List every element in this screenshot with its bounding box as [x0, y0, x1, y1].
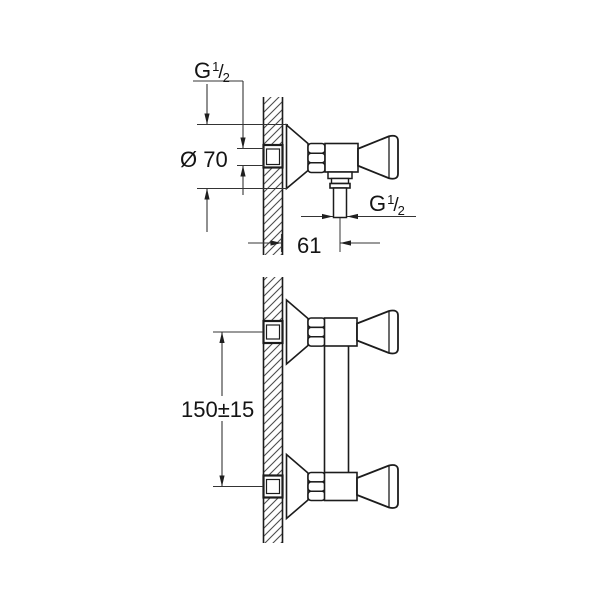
mixer-body-column [323, 329, 350, 490]
escutcheon [285, 298, 309, 366]
wall-hatching [263, 277, 283, 543]
dim-escutcheon-diameter: Ø 70 [180, 84, 288, 232]
valve-assembly-top-view [262, 123, 399, 191]
wall-union-nut-inner [265, 324, 281, 340]
wall-union-nut [262, 319, 284, 345]
valve-body [323, 471, 358, 502]
upper-valve-assembly [262, 298, 399, 366]
wall-section-top [262, 97, 284, 255]
dim-connection-spacing: 150±15 [181, 331, 263, 488]
wall-union-nut-inner [265, 478, 281, 495]
arrowhead-right [322, 213, 333, 220]
top-view: G1/2 Ø 70 G1/2 61 [180, 58, 416, 258]
arrowhead-left [347, 213, 358, 220]
arrowhead-up [219, 332, 225, 343]
wall-union-nut-inner [265, 148, 281, 166]
shower-outlet [327, 171, 353, 252]
arrowhead-right [270, 240, 282, 246]
wall-union-nut [262, 143, 284, 169]
handle [356, 309, 399, 355]
wall-section-front [262, 277, 284, 543]
arrowhead-down [204, 113, 210, 125]
wall-union-nut [262, 474, 284, 499]
hex-nut [307, 142, 326, 174]
arrowhead-up [240, 165, 246, 177]
offset-value-label: 61 [297, 233, 321, 258]
hex-nut [307, 471, 326, 502]
diameter-label: Ø 70 [180, 147, 228, 172]
escutcheon [285, 123, 309, 191]
valve-body [323, 317, 358, 347]
lower-valve-assembly [262, 452, 399, 521]
dim-thread-outlet: G1/2 [301, 191, 416, 220]
arrowhead-down [240, 137, 246, 149]
valve-body [324, 142, 359, 173]
arrowhead-down [219, 475, 225, 487]
thread-size-label-outlet: G1/2 [369, 191, 405, 218]
thread-size-label-top: G1/2 [194, 58, 230, 85]
hex-nut [307, 317, 326, 347]
front-view: 150±15 [181, 277, 399, 543]
escutcheon [285, 452, 309, 521]
arrowhead-left [340, 240, 351, 246]
handle [357, 134, 399, 180]
outlet-flange [327, 171, 353, 180]
spacing-value-label: 150±15 [181, 397, 254, 422]
dim-thread-top: G1/2 [193, 58, 264, 195]
wall-hatching [263, 97, 283, 255]
dim-offset-61: 61 [248, 233, 380, 258]
outlet-pipe [332, 187, 348, 219]
arrowhead-up [204, 188, 210, 200]
handle [356, 464, 399, 509]
